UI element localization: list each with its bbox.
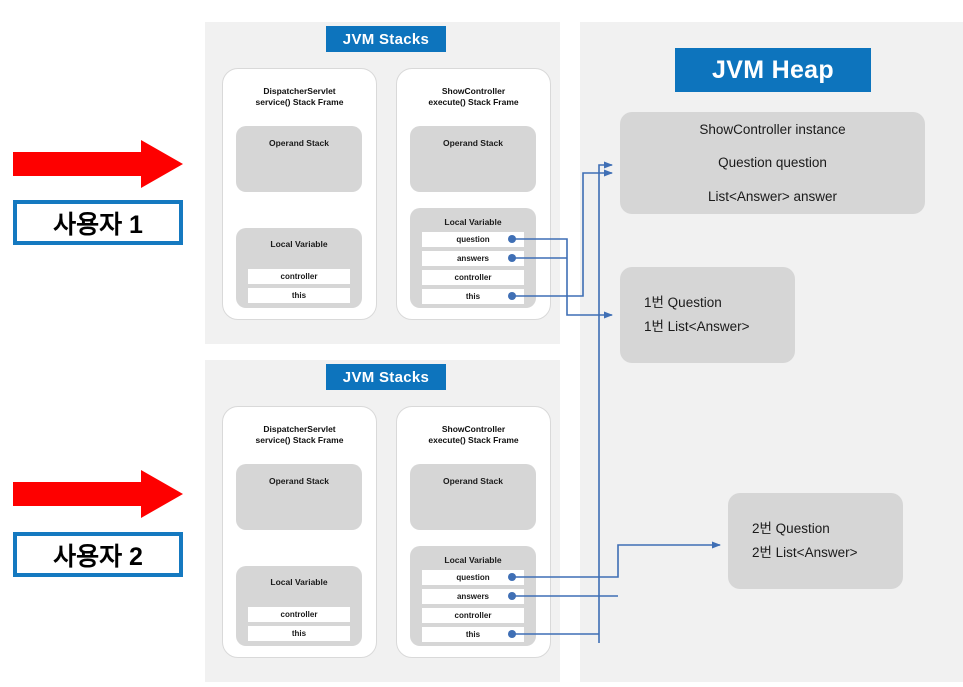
stack-2-frame-b-local-label: Local Variable bbox=[444, 555, 502, 565]
stack-1-frame-b-title-line1: ShowController bbox=[441, 86, 506, 96]
jvm-stacks-title-1-text: JVM Stacks bbox=[342, 30, 430, 48]
stack-1-frame-b-title-line2: execute() Stack Frame bbox=[428, 97, 519, 107]
user-1-label-text: 사용자 1 bbox=[53, 210, 143, 239]
stack-1-frame-b-operand-label: Operand Stack bbox=[443, 138, 503, 148]
user-1-arrow-icon bbox=[13, 140, 183, 188]
heap-object-showcontroller-instance: ShowController instance Question questio… bbox=[620, 112, 925, 214]
heap-object-1-line-3: List<Answer> answer bbox=[707, 188, 838, 204]
stack-1-frame-a-slot-this: this bbox=[248, 288, 350, 303]
stack-2-frame-a-slot-controller: controller bbox=[248, 607, 350, 622]
stack-1-frame-a-slot-controller: controller bbox=[248, 269, 350, 284]
stack-2-frame-b-title-line2: execute() Stack Frame bbox=[428, 435, 519, 445]
stack-1-frame-a-operand-stack: Operand Stack bbox=[236, 126, 362, 192]
stack-2-frame-b-slot-controller: controller bbox=[422, 608, 524, 623]
heap-object-question-1: 1번 Question 1번 List<Answer> bbox=[620, 267, 795, 363]
stack-1-frame-a-operand-label: Operand Stack bbox=[269, 138, 329, 148]
stack-2-frame-a-operand-label: Operand Stack bbox=[269, 476, 329, 486]
stack-2-frame-a-slot-this: this bbox=[248, 626, 350, 641]
stack-2-frame-b-slot-answers: answers bbox=[422, 589, 524, 604]
stack-2-frame-a-title-line1: DispatcherServlet bbox=[263, 424, 336, 434]
stack-2-frame-a-operand-stack: Operand Stack bbox=[236, 464, 362, 530]
stack-2-frame-a-local-label: Local Variable bbox=[270, 577, 328, 587]
stack-1-frame-a-title-line1: DispatcherServlet bbox=[263, 86, 336, 96]
heap-object-1-line-1: ShowController instance bbox=[699, 121, 846, 137]
stack-2-frame-b-slot-question: question bbox=[422, 570, 524, 585]
stack-2-frame-b-operand-label: Operand Stack bbox=[443, 476, 503, 486]
jvm-heap-title: JVM Heap bbox=[675, 48, 871, 92]
stack-2-frame-b-title-line1: ShowController bbox=[441, 424, 506, 434]
stack-2-frame-b-slot-this: this bbox=[422, 627, 524, 642]
user-2-label-text: 사용자 2 bbox=[53, 542, 143, 571]
stack-1-frame-a-title-line2: service() Stack Frame bbox=[255, 97, 344, 107]
heap-object-1-line-2: Question question bbox=[718, 155, 827, 171]
stack-2-frame-b-operand-stack: Operand Stack bbox=[410, 464, 536, 530]
jvm-stacks-title-1: JVM Stacks bbox=[326, 26, 446, 52]
stack-1-frame-b-slot-question: question bbox=[422, 232, 524, 247]
heap-object-2-line-1: 1번 Question bbox=[644, 295, 722, 310]
stack-1-frame-b-slot-this: this bbox=[422, 289, 524, 304]
user-1-label: 사용자 1 bbox=[13, 200, 183, 245]
user-2-label: 사용자 2 bbox=[13, 532, 183, 577]
stack-2-frame-a-title-line2: service() Stack Frame bbox=[255, 435, 344, 445]
heap-object-2-line-2: 1번 List<Answer> bbox=[644, 319, 750, 334]
heap-object-3-line-1: 2번 Question bbox=[752, 521, 830, 536]
stack-1-frame-b-local-label: Local Variable bbox=[444, 217, 502, 227]
heap-object-question-2: 2번 Question 2번 List<Answer> bbox=[728, 493, 903, 589]
jvm-stacks-title-2-text: JVM Stacks bbox=[342, 368, 430, 386]
jvm-heap-title-text: JVM Heap bbox=[712, 55, 834, 84]
stack-1-frame-b-slot-answers: answers bbox=[422, 251, 524, 266]
stack-1-frame-a-local-label: Local Variable bbox=[270, 239, 328, 249]
heap-object-3-line-2: 2번 List<Answer> bbox=[752, 545, 858, 560]
stack-1-frame-b-operand-stack: Operand Stack bbox=[410, 126, 536, 192]
user-2-arrow-icon bbox=[13, 470, 183, 518]
stack-1-frame-b-slot-controller: controller bbox=[422, 270, 524, 285]
jvm-stacks-title-2: JVM Stacks bbox=[326, 364, 446, 390]
